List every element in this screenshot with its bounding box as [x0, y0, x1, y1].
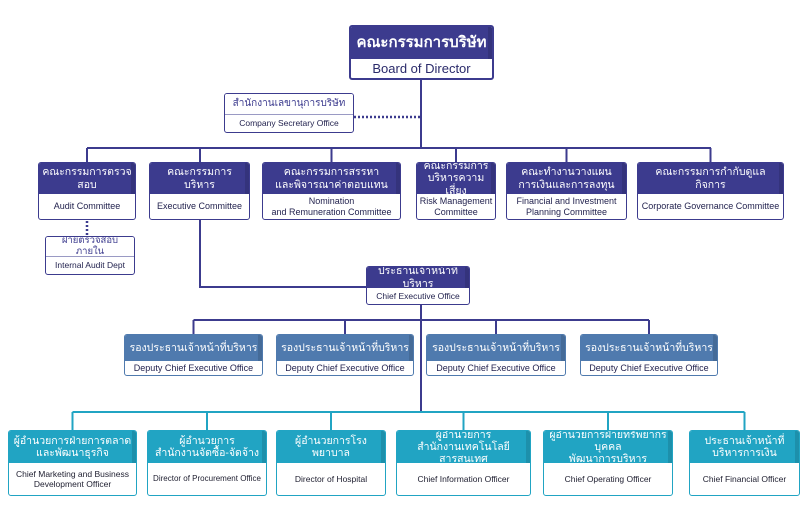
- box-title-th: คณะกรรมการ บริหารความเสี่ยง: [417, 163, 495, 194]
- box-title-th: คณะกรรมการบริษัท: [351, 27, 492, 59]
- box-title-th: คณะทำงานวางแผน การเงินและการลงทุน: [507, 163, 626, 194]
- box-title-th: ผู้อำนวยการ สำนักงานเทคโนโลยีสารสนเทศ: [397, 431, 530, 463]
- box-title-en: Board of Director: [372, 60, 471, 76]
- nomination-remuneration-committee-box: คณะกรรมการสรรหา และพิจารณาค่าตอบแทน Nomi…: [262, 162, 401, 220]
- box-title-en: Corporate Governance Committee: [641, 201, 780, 212]
- box-title-th: ประธานเจ้าหน้าที่ บริหารการเงิน: [690, 431, 799, 463]
- chief-marketing-officer-box: ผู้อำนวยการฝ่ายการตลาด และพัฒนาธุรกิจ Ch…: [8, 430, 137, 496]
- box-title-en: Director of Procurement Office: [153, 474, 261, 484]
- box-title-th: รองประธานเจ้าหน้าที่บริหาร: [427, 335, 565, 361]
- box-title-en: Deputy Chief Executive Office: [589, 362, 709, 373]
- deputy-ceo-box: รองประธานเจ้าหน้าที่บริหาร Deputy Chief …: [426, 334, 566, 376]
- box-title-th: ผู้อำนวยการ สำนักงานจัดซื้อ-จัดจ้าง: [148, 431, 266, 463]
- box-title-en: Executive Committee: [156, 201, 243, 212]
- box-title-th: คณะกรรมการตรวจสอบ: [39, 163, 135, 194]
- box-title-en: Internal Audit Dept: [55, 260, 125, 271]
- box-title-en: Chief Financial Officer: [702, 473, 787, 484]
- audit-committee-box: คณะกรรมการตรวจสอบ Audit Committee: [38, 162, 136, 220]
- box-title-en: Audit Committee: [53, 201, 121, 212]
- deputy-ceo-box: รองประธานเจ้าหน้าที่บริหาร Deputy Chief …: [580, 334, 718, 376]
- box-title-en: Deputy Chief Executive Office: [436, 362, 556, 373]
- company-secretary-box: สำนักงานเลขานุการบริษัท Company Secretar…: [224, 93, 354, 133]
- executive-committee-box: คณะกรรมการบริหาร Executive Committee: [149, 162, 250, 220]
- box-title-en: Nomination and Remuneration Committee: [271, 195, 392, 217]
- box-title-th: ฝ่ายตรวจสอบภายใน: [46, 237, 134, 257]
- chief-operating-officer-box: ผู้อำนวยการฝ่ายทรัพยากรบุคคล พัฒนาการบริ…: [543, 430, 673, 496]
- box-title-en: Deputy Chief Executive Office: [133, 362, 254, 373]
- box-title-en: Company Secretary Office: [239, 118, 339, 129]
- box-title-en: Financial and Investment Planning Commit…: [516, 195, 617, 217]
- box-title-th: คณะกรรมการบริหาร: [150, 163, 249, 194]
- box-title-en: Risk Management Committee: [419, 195, 493, 217]
- corporate-governance-committee-box: คณะกรรมการกำกับดูแลกิจการ Corporate Gove…: [637, 162, 784, 220]
- connector-line: [199, 220, 366, 288]
- risk-management-committee-box: คณะกรรมการ บริหารความเสี่ยง Risk Managem…: [416, 162, 496, 220]
- box-title-th: รองประธานเจ้าหน้าที่บริหาร: [277, 335, 413, 361]
- chief-information-officer-box: ผู้อำนวยการ สำนักงานเทคโนโลยีสารสนเทศ Ch…: [396, 430, 531, 496]
- chief-financial-officer-box: ประธานเจ้าหน้าที่ บริหารการเงิน Chief Fi…: [689, 430, 800, 496]
- box-title-en: Director of Hospital: [294, 473, 368, 484]
- box-title-th: ผู้อำนวยการโรงพยาบาล: [277, 431, 385, 463]
- box-title-th: คณะกรรมการกำกับดูแลกิจการ: [638, 163, 783, 194]
- box-title-th: สำนักงานเลขานุการบริษัท: [225, 94, 353, 115]
- ceo-box: ประธานเจ้าหน้าที่บริหาร Chief Executive …: [366, 266, 470, 305]
- box-title-en: Chief Executive Office: [376, 290, 460, 301]
- box-title-en: Chief Operating Officer: [564, 473, 652, 484]
- hospital-director-box: ผู้อำนวยการโรงพยาบาล Director of Hospita…: [276, 430, 386, 496]
- board-of-director-box: คณะกรรมการบริษัท Board of Director: [349, 25, 494, 80]
- box-title-en: Chief Marketing and Business Development…: [16, 468, 129, 489]
- box-title-th: ผู้อำนวยการฝ่ายทรัพยากรบุคคล พัฒนาการบริ…: [544, 431, 672, 463]
- box-title-en: Chief Information Officer: [417, 473, 510, 484]
- deputy-ceo-box: รองประธานเจ้าหน้าที่บริหาร Deputy Chief …: [276, 334, 414, 376]
- box-title-th: คณะกรรมการสรรหา และพิจารณาค่าตอบแทน: [263, 163, 400, 194]
- box-title-en: Deputy Chief Executive Office: [285, 362, 405, 373]
- box-title-th: รองประธานเจ้าหน้าที่บริหาร: [581, 335, 717, 361]
- deputy-ceo-box: รองประธานเจ้าหน้าที่บริหาร Deputy Chief …: [124, 334, 263, 376]
- financial-investment-planning-committee-box: คณะทำงานวางแผน การเงินและการลงทุน Financ…: [506, 162, 627, 220]
- box-title-th: ประธานเจ้าหน้าที่บริหาร: [367, 267, 469, 288]
- procurement-director-box: ผู้อำนวยการ สำนักงานจัดซื้อ-จัดจ้าง Dire…: [147, 430, 267, 496]
- internal-audit-dept-box: ฝ่ายตรวจสอบภายใน Internal Audit Dept: [45, 236, 135, 275]
- box-title-th: รองประธานเจ้าหน้าที่บริหาร: [125, 335, 262, 361]
- box-title-th: ผู้อำนวยการฝ่ายการตลาด และพัฒนาธุรกิจ: [9, 431, 136, 463]
